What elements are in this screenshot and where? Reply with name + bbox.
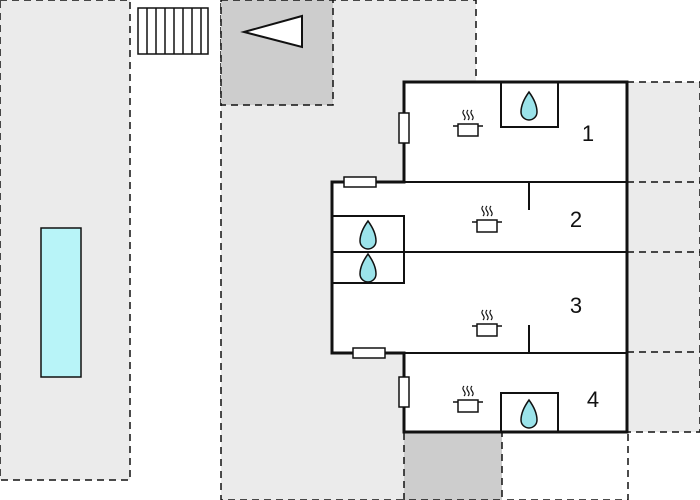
unit-number-3: 3 — [570, 293, 582, 318]
unit-number-1: 1 — [582, 121, 594, 146]
water-drop-icon — [520, 90, 538, 121]
exterior-wall — [330, 80, 629, 434]
door-icon — [352, 347, 386, 359]
terrace-bottom — [497, 431, 629, 500]
terrace-right — [626, 81, 700, 433]
unit-number-2: 2 — [570, 207, 582, 232]
north-arrow-icon — [240, 14, 303, 49]
building — [330, 80, 629, 434]
water-drop-icon — [359, 252, 377, 283]
parking-area — [220, 0, 334, 106]
doors — [343, 112, 410, 408]
door-icon — [398, 112, 410, 144]
door-icon — [398, 376, 410, 408]
water-drop-icon — [520, 398, 538, 429]
unit-number-4: 4 — [587, 387, 599, 412]
terrace-bottom-dark — [403, 431, 503, 500]
water-drop-icon — [359, 219, 377, 250]
pool-icon — [40, 227, 82, 378]
water-drops — [359, 90, 538, 429]
stairs-icon — [137, 7, 209, 55]
door-icon — [343, 176, 377, 188]
